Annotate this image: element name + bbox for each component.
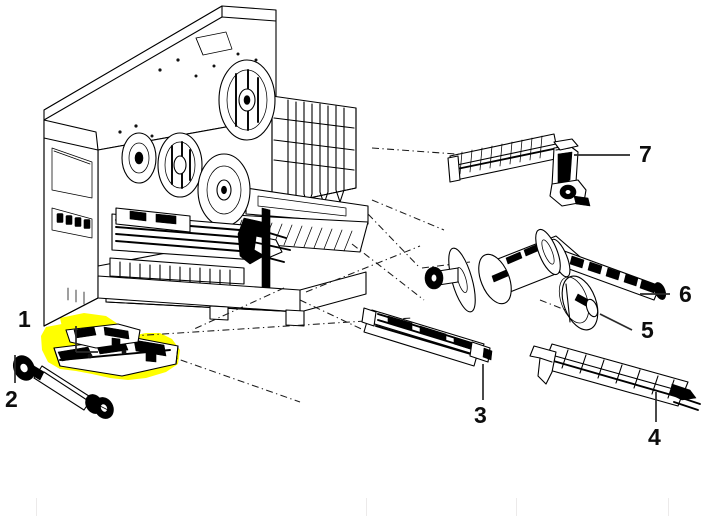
callout-label-6: 6 xyxy=(679,281,692,307)
fastener-dots xyxy=(118,52,258,138)
margin-tick xyxy=(516,498,517,516)
ribbed-back-panel xyxy=(271,95,357,209)
callout-label-5: 5 xyxy=(641,317,654,343)
part-4-media-guide-rail xyxy=(529,343,701,411)
callout-leader-stems xyxy=(14,154,670,422)
part-7-head-latch-lever xyxy=(447,133,591,207)
ribbon-takeup-spindle xyxy=(157,132,203,198)
chassis-base xyxy=(97,271,367,327)
callout-label-3: 3 xyxy=(474,402,487,428)
media-supply-hub xyxy=(197,153,251,227)
callout-label-1: 1 xyxy=(18,306,31,332)
margin-tick xyxy=(366,498,367,516)
part-2-platen-roller xyxy=(12,355,114,419)
callout-label-2: 2 xyxy=(5,386,18,412)
callout-label-7: 7 xyxy=(639,141,652,167)
part-3-peel-bar-assembly xyxy=(361,307,493,367)
part-6-ribbon-rewind-spindle xyxy=(424,228,667,313)
part-1-print-head-assembly xyxy=(53,323,179,377)
margin-tick xyxy=(668,498,669,516)
control-panel xyxy=(43,119,99,327)
media-output-tray xyxy=(205,187,369,253)
part-5-rewind-hub-end-cap xyxy=(558,275,599,331)
callout-label-4: 4 xyxy=(648,424,661,450)
ribbon-supply-spindle xyxy=(218,59,276,141)
margin-tick xyxy=(36,498,37,516)
printer-chassis xyxy=(43,5,369,327)
keypad-buttons xyxy=(56,213,91,229)
idler-pulley xyxy=(121,132,157,184)
